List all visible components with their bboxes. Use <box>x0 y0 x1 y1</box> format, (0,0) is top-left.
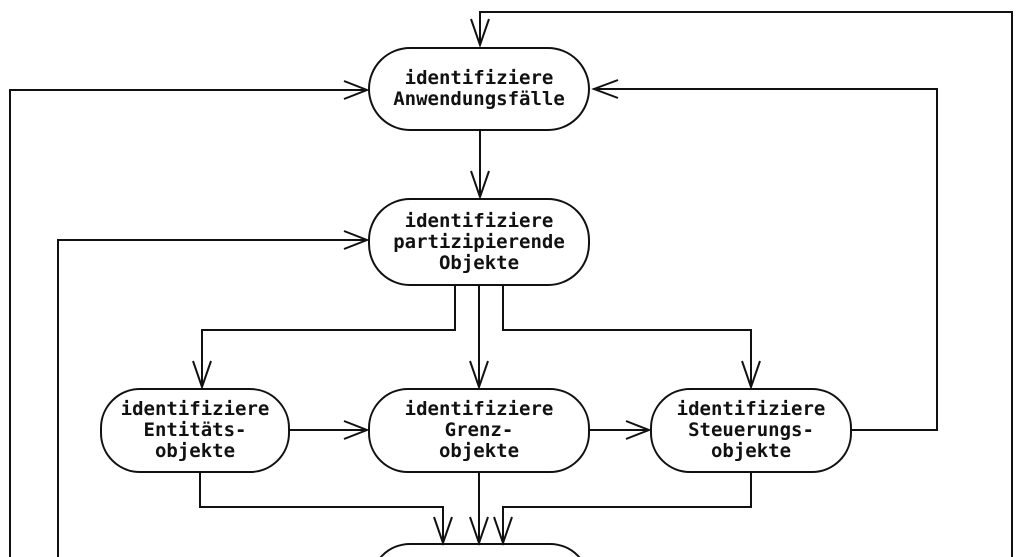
arrowhead-down-icon <box>192 360 212 391</box>
arrowhead-right-icon <box>343 420 370 440</box>
node-identify-entity-objects: identifiziere Entitäts- objekte <box>100 388 290 473</box>
edge-entity-to-next-step <box>199 473 453 547</box>
arrowhead-down-icon <box>433 516 453 547</box>
edge-boundary-to-next-step <box>469 473 489 547</box>
node-label-line: Entitäts- <box>143 419 247 441</box>
node-label-line: Grenz- <box>444 419 514 441</box>
arrowhead-right-icon <box>343 80 370 100</box>
arrowhead-down-icon <box>470 18 490 49</box>
edge-boundary-to-control <box>590 420 652 440</box>
node-label-line: identifiziere <box>676 398 826 420</box>
node-label-line: objekte <box>710 440 792 462</box>
connector-line <box>502 286 752 385</box>
edge-use-cases-to-participating <box>470 131 490 201</box>
edge-participating-to-boundary <box>469 286 489 391</box>
arrowhead-down-icon <box>469 360 489 391</box>
node-label-line: identifiziere <box>404 209 554 232</box>
arrowhead-down-icon <box>469 516 489 547</box>
arrowhead-left-icon <box>591 79 619 99</box>
node-identify-participating-objects: identifiziere partizipierende Objekte <box>368 198 590 286</box>
arrowhead-right-icon <box>343 230 370 250</box>
node-label-line: Steuerungs- <box>688 419 814 441</box>
connector-line <box>199 473 444 541</box>
node-label-line: identifiziere <box>120 398 270 420</box>
node-label-line: Objekte <box>438 251 520 274</box>
edge-control-to-next-step <box>493 473 752 547</box>
connector-line <box>596 88 938 431</box>
node-identify-control-objects: identifiziere Steuerungs- objekte <box>650 388 852 473</box>
node-label-line: Anwendungsfälle <box>393 88 565 110</box>
arrowhead-down-icon <box>470 170 490 201</box>
edge-participating-to-entity <box>192 286 456 391</box>
edge-entity-to-boundary <box>290 420 370 440</box>
connector-line <box>9 89 365 557</box>
arrowhead-down-icon <box>741 360 761 391</box>
edge-participating-to-control <box>502 286 761 391</box>
arrowhead-down-icon <box>493 516 513 547</box>
edge-feedback-left-to-use-cases <box>9 80 370 557</box>
connector-line <box>201 286 456 385</box>
node-label-line: objekte <box>154 440 236 462</box>
node-next-step-partially-visible <box>370 543 590 557</box>
node-identify-use-cases: identifiziere Anwendungsfälle <box>368 47 590 131</box>
node-label-line: identifiziere <box>404 67 554 89</box>
arrowhead-right-icon <box>625 420 652 440</box>
node-label-line: objekte <box>438 440 520 462</box>
node-label-line: identifiziere <box>404 398 554 420</box>
node-identify-boundary-objects: identifiziere Grenz- objekte <box>368 388 590 473</box>
edge-control-to-use-cases <box>591 79 938 431</box>
node-label-line: partizipierende <box>393 230 565 253</box>
connector-line <box>502 473 752 541</box>
